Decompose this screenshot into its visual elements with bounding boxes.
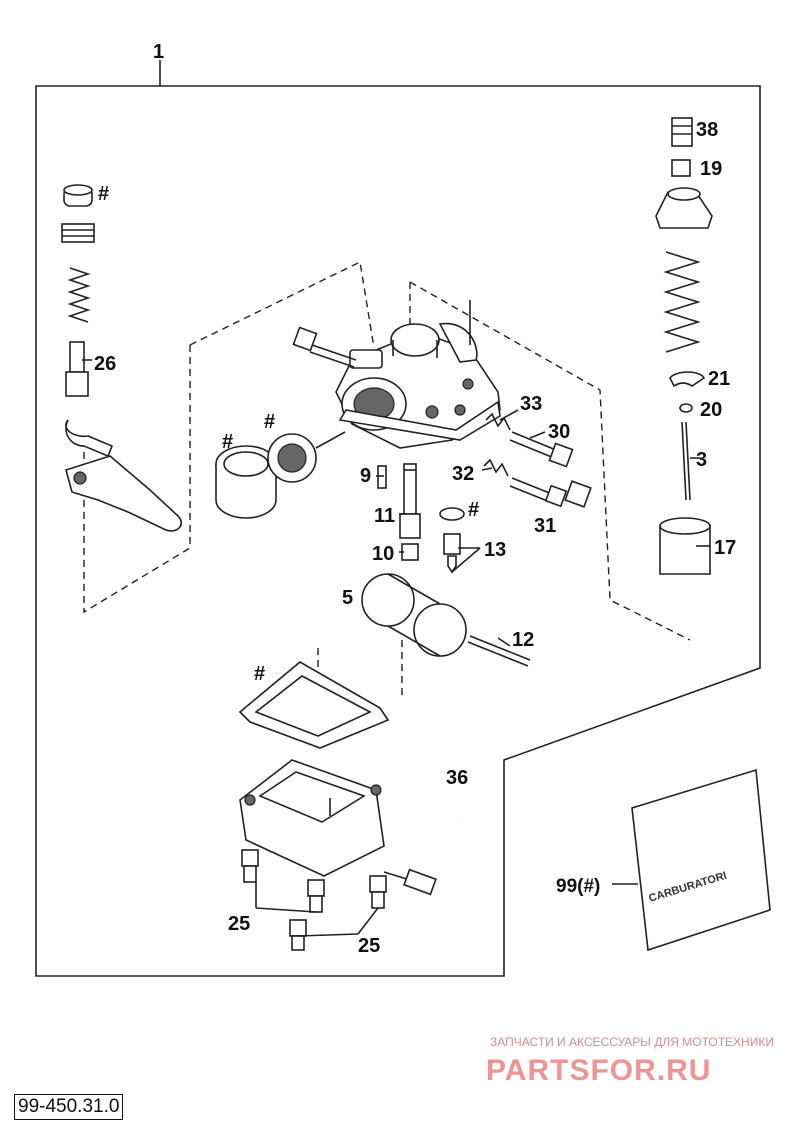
label-25-a: 25 xyxy=(228,913,250,935)
label-99: 99(#) xyxy=(556,876,600,897)
oring-13 xyxy=(439,507,465,521)
jet-needle-3 xyxy=(685,421,691,501)
leader-dashes xyxy=(83,260,691,700)
accessory-bag-99: CARBURATORI xyxy=(631,768,771,952)
needle-ring-20 xyxy=(679,403,693,413)
intake-ring-left xyxy=(215,445,277,519)
choke-plunger-base xyxy=(65,371,89,397)
choke-spring xyxy=(67,267,91,323)
label-30: 30 xyxy=(548,421,570,443)
main-bolt xyxy=(292,326,357,368)
hash-oring: # xyxy=(468,499,479,521)
hash-ring-right: # xyxy=(264,411,275,433)
gasket xyxy=(238,661,390,749)
needle-clip-21 xyxy=(669,371,706,388)
air-screw-30 xyxy=(485,412,574,468)
watermark-brand: PARTSFOR.RU xyxy=(486,1054,711,1087)
hash-choke-cap: # xyxy=(98,183,109,205)
label-3: 3 xyxy=(696,449,707,471)
leader-lines xyxy=(82,359,710,937)
label-25-b: 25 xyxy=(358,935,380,957)
intake-ring-right xyxy=(267,431,346,483)
drawing-code: 99-450.31.0 xyxy=(14,1094,124,1120)
needle-jet-11 xyxy=(399,463,421,539)
label-36: 36 xyxy=(446,767,468,789)
carburetor-body xyxy=(335,322,501,449)
adjuster-nut-19 xyxy=(671,159,691,177)
label-5: 5 xyxy=(342,587,353,609)
choke-lever xyxy=(65,455,182,532)
label-21: 21 xyxy=(708,368,730,390)
label-13: 13 xyxy=(484,539,506,561)
hash-gasket: # xyxy=(254,663,265,685)
label-32: 32 xyxy=(452,463,474,485)
float-pin-12 xyxy=(467,635,531,667)
carb-top-cap xyxy=(390,323,440,357)
label-11: 11 xyxy=(374,505,395,527)
needle-valve-13 xyxy=(443,533,461,574)
label-19: 19 xyxy=(700,158,722,180)
label-9: 9 xyxy=(360,465,371,487)
idle-screw-31 xyxy=(483,458,592,508)
adjuster-screw-38 xyxy=(671,117,693,147)
choke-clip xyxy=(65,419,114,458)
label-38: 38 xyxy=(696,119,718,141)
choke-nut xyxy=(61,223,95,243)
label-33: 33 xyxy=(520,393,542,415)
float-5 xyxy=(361,573,467,657)
assembly-frame xyxy=(35,60,761,977)
label-12: 12 xyxy=(512,629,534,651)
drain-screw xyxy=(383,868,437,896)
watermark-tagline: ЗАПЧАСТИ И АКСЕССУАРЫ ДЛЯ МОТОТЕХНИКИ xyxy=(490,1035,774,1049)
float-bowl xyxy=(239,759,385,877)
label-17: 17 xyxy=(714,537,736,559)
pilot-jet-9 xyxy=(377,465,387,489)
label-31: 31 xyxy=(534,515,556,537)
main-jet-10 xyxy=(401,543,419,561)
assembly-number-label: 1 xyxy=(153,41,164,63)
label-20: 20 xyxy=(700,399,722,421)
label-10: 10 xyxy=(372,543,394,565)
choke-assembly xyxy=(61,184,182,532)
label-26: 26 xyxy=(94,353,116,375)
choke-plunger xyxy=(69,341,85,373)
hash-ring-left: # xyxy=(222,431,233,453)
slide-spring xyxy=(663,251,701,353)
slide-assembly xyxy=(655,117,713,575)
